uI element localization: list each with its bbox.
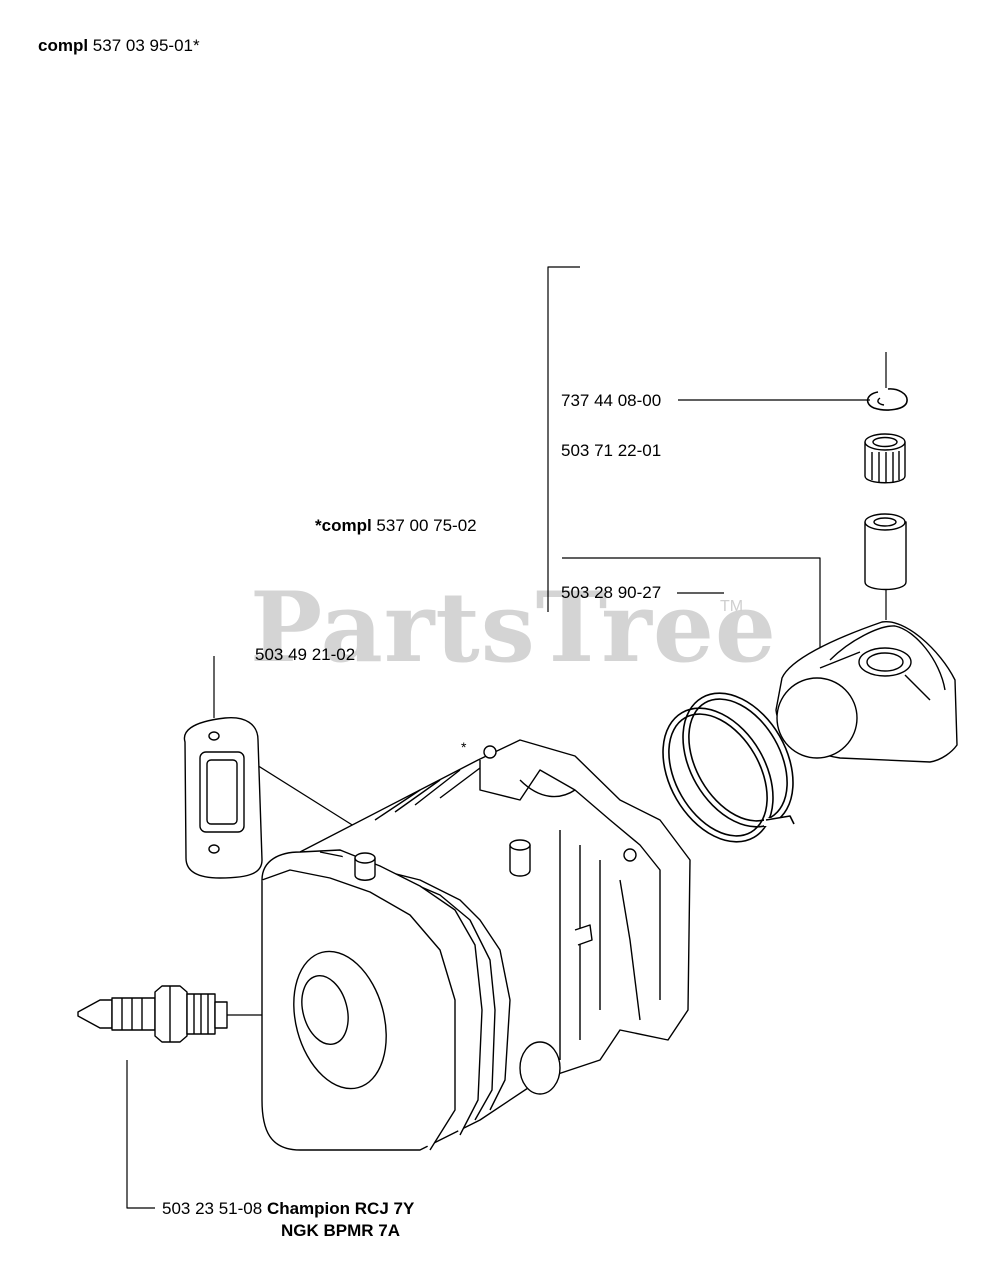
piston-pin-part [864,513,907,591]
spark-plug-number: 503 23 51-08 [162,1199,263,1218]
needle-bearing-part [864,433,906,484]
assembly-title-prefix: compl [38,36,89,55]
part-label-spark-plug-alt2: NGK BPMR 7A [281,1221,400,1241]
spark-plug-part [77,985,228,1043]
gasket-part [183,717,263,879]
part-label-circlip: 737 44 08-00 [561,391,662,410]
part-label-bearing: 503 71 22-01 [561,441,662,460]
piston-rings-part [662,692,795,843]
assembly-title-number: 537 03 95-01* [92,36,200,55]
piston-part [775,621,958,763]
spark-plug-alt1: Champion RCJ 7Y [266,1199,415,1218]
kit-label-number: 537 00 75-02 [376,516,477,535]
kit-label-prefix: *compl [315,516,372,535]
kit-label: *compl 537 00 75-02 [315,516,477,536]
part-label-gasket: 503 49 21-02 [255,645,356,664]
assembly-title: compl 537 03 95-01* [38,36,200,56]
cylinder-part [261,739,691,1151]
trademark-symbol: TM [720,598,744,615]
spark-plug-alt2: NGK BPMR 7A [281,1221,401,1240]
circlip-part [866,388,908,411]
part-label-piston: 503 28 90-27 [561,583,662,602]
watermark-logo: PartsTree [250,571,777,684]
part-label-spark-plug: 503 23 51-08 Champion RCJ 7Y [162,1199,414,1219]
asterisk-marker: * [461,739,467,755]
